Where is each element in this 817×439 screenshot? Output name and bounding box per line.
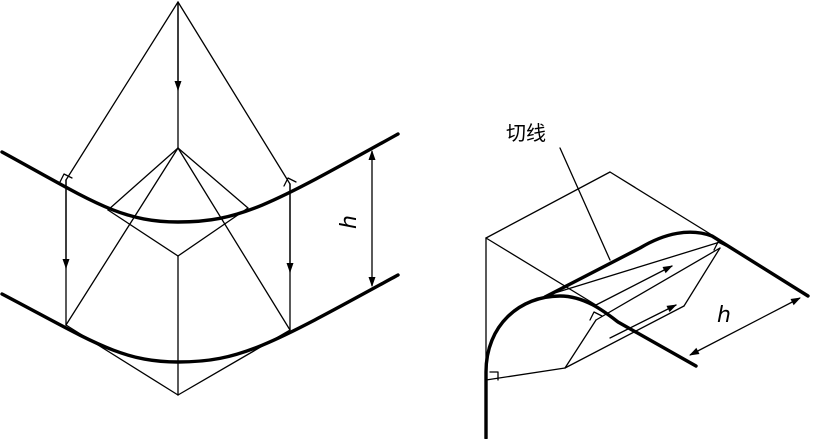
left-figure: h	[0, 1, 400, 396]
right-height-label: h	[717, 303, 731, 328]
right-projection-lines	[595, 265, 677, 339]
left-inner-triangle	[65, 147, 291, 331]
right-height-dimension	[689, 297, 801, 356]
left-right-angle-marks	[59, 173, 297, 187]
left-projection-lines	[62, 179, 294, 331]
right-figure: 切线 h	[484, 121, 810, 439]
right-arc-upper	[543, 230, 810, 299]
left-upper-triangle	[65, 1, 291, 185]
left-upper-curve	[0, 132, 400, 224]
right-box	[485, 171, 721, 381]
right-inner-lines	[544, 241, 721, 369]
tangent-leader-line	[559, 147, 611, 261]
left-height-label: h	[337, 215, 362, 229]
right-arc-lower	[484, 294, 698, 439]
left-lower-curve	[0, 273, 400, 364]
tangent-label: 切线	[506, 121, 546, 145]
